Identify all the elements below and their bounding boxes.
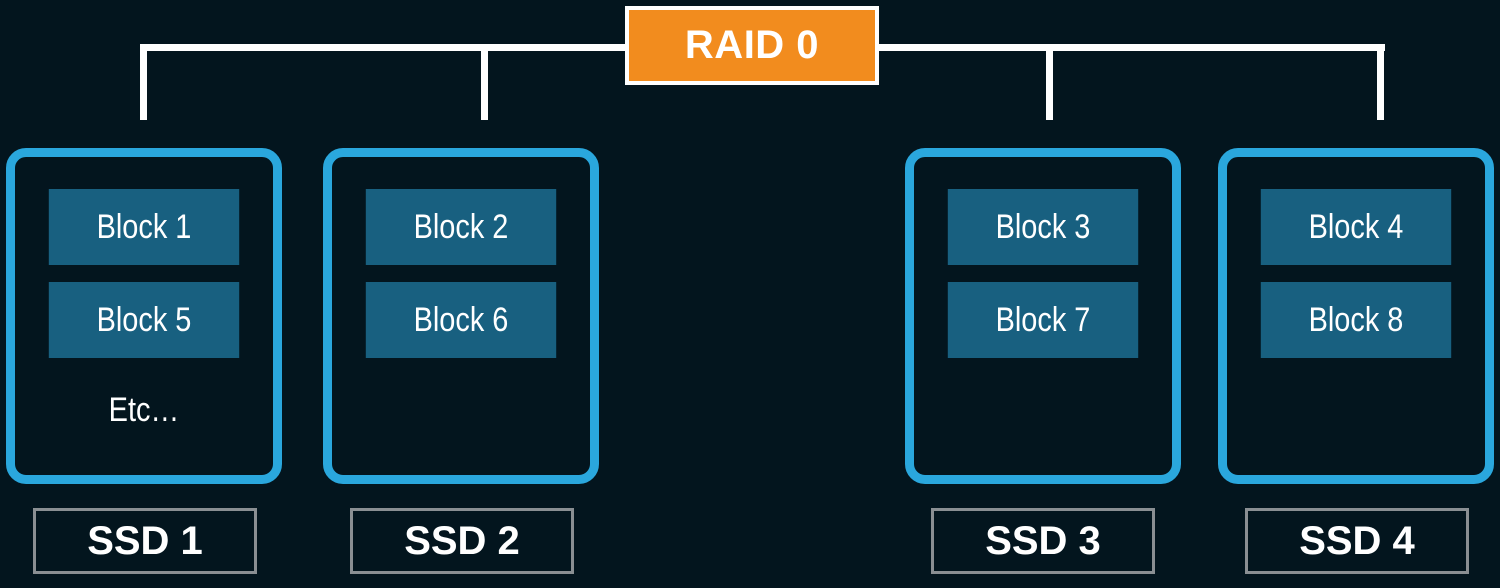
connector-horizontal-right [878, 44, 1385, 51]
data-block: Block 5 [48, 282, 240, 358]
connector-drop-ssd2 [481, 44, 488, 120]
ssd-label-2: SSD 2 [350, 508, 574, 574]
data-block: Block 7 [947, 282, 1139, 358]
ssd-label-3: SSD 3 [931, 508, 1155, 574]
data-block: Block 2 [365, 189, 557, 265]
raid-label: RAID 0 [625, 6, 879, 85]
ssd-drive-2: Block 2 Block 6 [323, 148, 599, 484]
data-block: Block 8 [1260, 282, 1452, 358]
ssd-label-1: SSD 1 [33, 508, 257, 574]
more-blocks-text: Etc… [108, 390, 180, 429]
ssd-label-4: SSD 4 [1245, 508, 1469, 574]
connector-drop-ssd3 [1046, 44, 1053, 120]
connector-drop-ssd4 [1377, 44, 1384, 120]
ssd-drive-4: Block 4 Block 8 [1218, 148, 1494, 484]
connector-horizontal-left [140, 44, 626, 51]
data-block: Block 3 [947, 189, 1139, 265]
ssd-drive-3: Block 3 Block 7 [905, 148, 1181, 484]
data-block: Block 4 [1260, 189, 1452, 265]
data-block: Block 6 [365, 282, 557, 358]
connector-drop-ssd1 [140, 44, 147, 120]
ssd-drive-1: Block 1 Block 5 Etc… [6, 148, 282, 484]
data-block: Block 1 [48, 189, 240, 265]
